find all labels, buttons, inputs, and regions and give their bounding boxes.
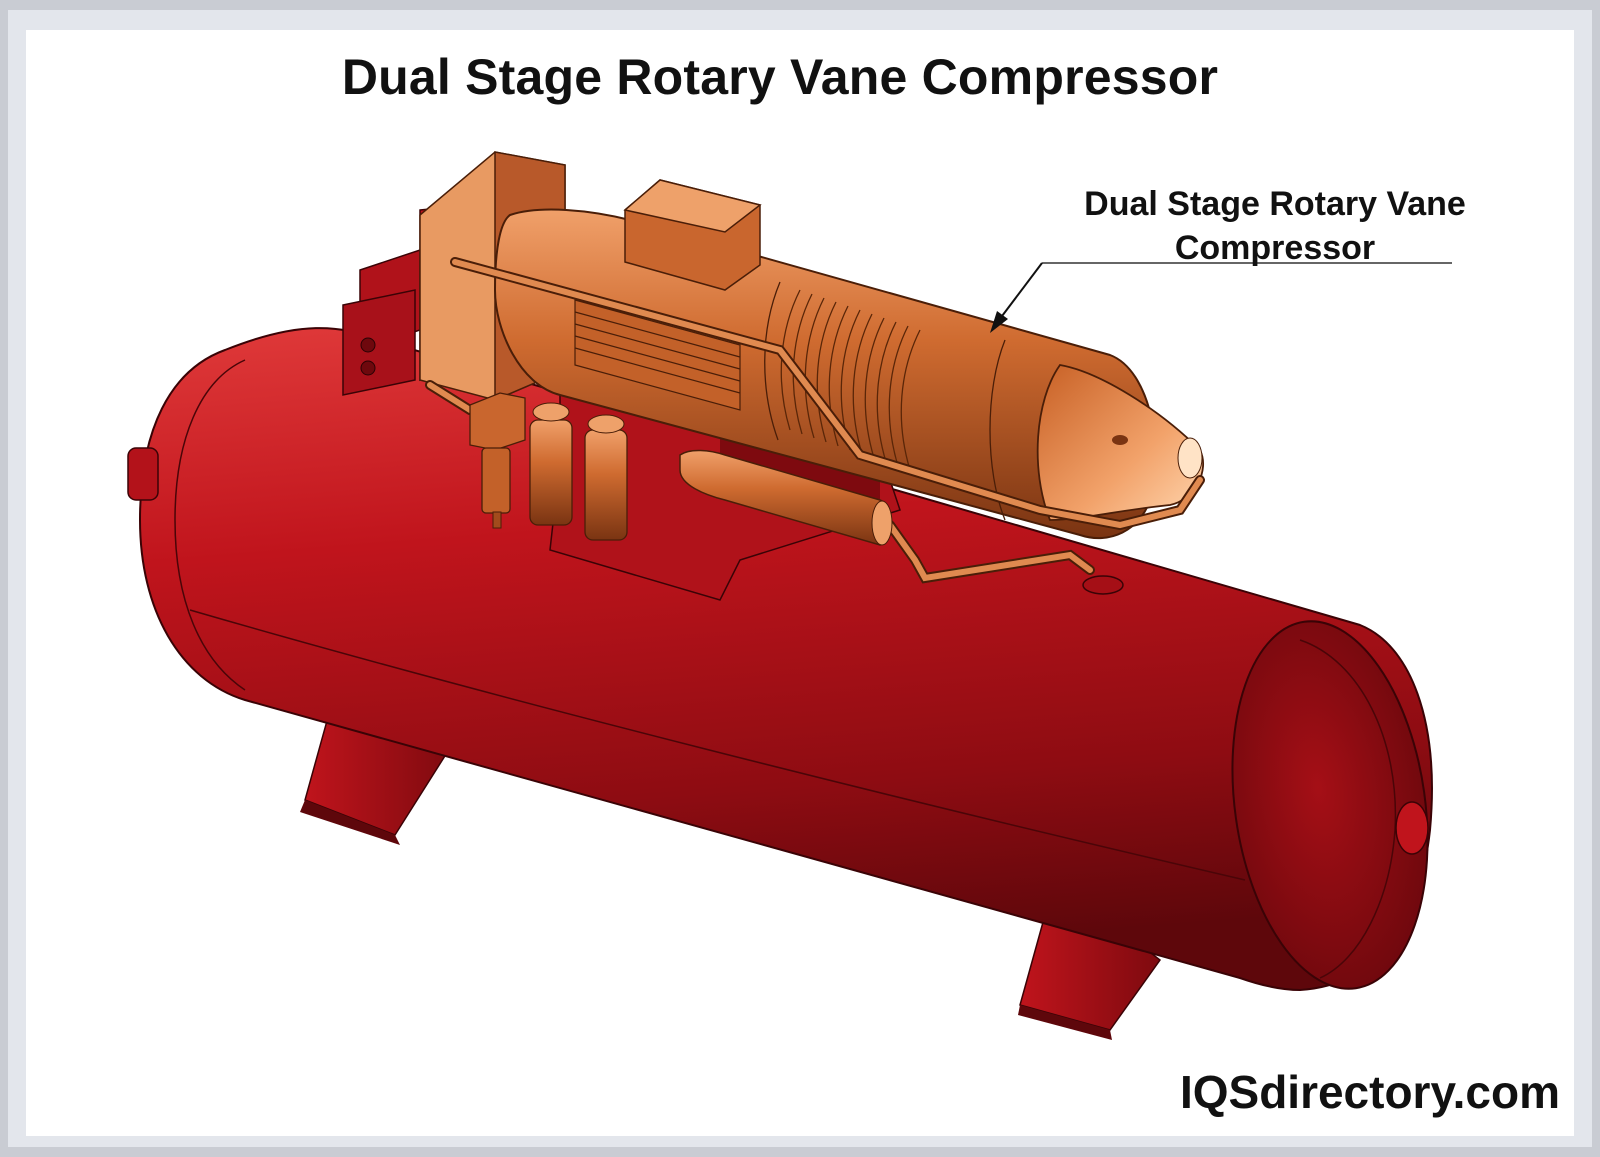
- watermark: IQSdirectory.com: [1179, 1066, 1560, 1118]
- callout-label: Dual Stage Rotary Vane Compressor: [1084, 185, 1466, 267]
- callout-leader: [990, 262, 1452, 333]
- separator-tube: [679, 449, 893, 546]
- air-receiver-tank: [127, 327, 1433, 992]
- diagram-title: Dual Stage Rotary Vane Compressor: [341, 49, 1219, 105]
- filter-assembly: [469, 392, 628, 541]
- compressor-unit: [419, 151, 1205, 540]
